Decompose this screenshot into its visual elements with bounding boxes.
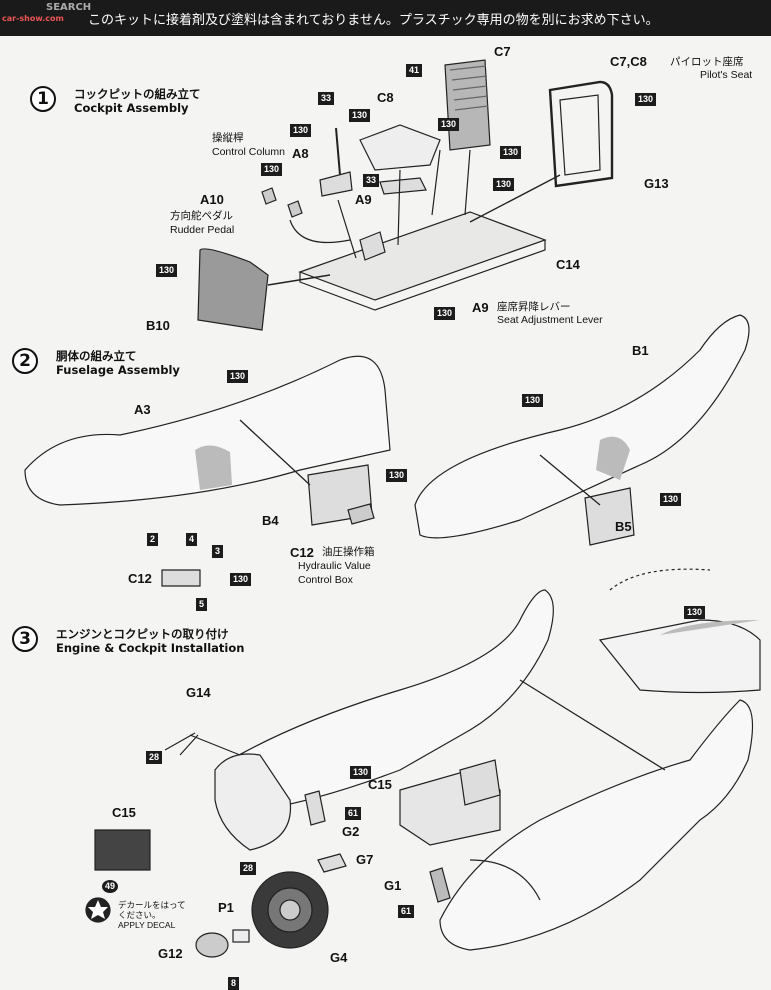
part-c14-label: C14 <box>556 257 580 272</box>
paint-code: 130 <box>290 124 312 137</box>
step-1-jp: コックピットの組み立て <box>74 87 201 101</box>
part-a9-lever-label: A9 <box>472 300 489 315</box>
part-b1-label: B1 <box>632 343 649 358</box>
part-g13-label: G13 <box>644 176 669 191</box>
pilot-seat-jp: パイロット座席 <box>670 56 744 68</box>
watermark-brand: SEARCH <box>46 2 92 13</box>
pilot-seat-parts: C7,C8 <box>610 54 647 69</box>
seat-lever-jp: 座席昇降レバー <box>497 301 571 313</box>
step-3-title: エンジンとコクピットの取り付け Engine & Cockpit Install… <box>56 627 244 655</box>
paint-code: 130 <box>261 163 283 176</box>
hydraulic-box-en1: Hydraulic Value <box>298 560 371 572</box>
part-p1-label: P1 <box>218 900 234 915</box>
paint-code: 130 <box>230 573 252 586</box>
paint-code: 130 <box>660 493 682 506</box>
part-a3-label: A3 <box>134 402 151 417</box>
hydraulic-box-jp: 油圧操作箱 <box>322 546 375 558</box>
paint-code: 41 <box>406 64 423 77</box>
decal-note-jp1: デカールをはって <box>118 900 186 910</box>
seat-lever-en: Seat Adjustment Lever <box>497 314 603 326</box>
part-g14-label: G14 <box>186 685 211 700</box>
paint-code: 130 <box>434 307 456 320</box>
step-1-title: コックピットの組み立て Cockpit Assembly <box>74 87 201 115</box>
part-number: 49 <box>102 880 119 893</box>
part-b5-label: B5 <box>615 519 632 534</box>
step-3-number: 3 <box>12 626 38 652</box>
part-c15-detail-label: C15 <box>112 805 136 820</box>
part-b10-label: B10 <box>146 318 170 333</box>
header-banner: このキットに接着剤及び塗料は含まれておりません。プラスチック専用の物を別にお求め… <box>0 0 771 36</box>
paint-code: 130 <box>684 606 706 619</box>
step-2-en: Fuselage Assembly <box>56 363 180 377</box>
part-g1-label: G1 <box>384 878 402 893</box>
control-column-en: Control Column <box>212 146 285 158</box>
paint-code: 28 <box>240 862 257 875</box>
step-2-title: 胴体の組み立て Fuselage Assembly <box>56 349 180 377</box>
part-c7-label: C7 <box>494 44 511 59</box>
watermark: SEARCH car-show.com <box>2 2 91 24</box>
paint-code: 130 <box>227 370 249 383</box>
paint-code: 130 <box>349 109 371 122</box>
paint-code: 8 <box>228 977 240 990</box>
decal-note-en: APPLY DECAL <box>118 920 176 930</box>
rudder-pedal-en: Rudder Pedal <box>170 224 235 236</box>
watermark-url: car-show.com <box>2 14 64 23</box>
part-number: 3 <box>212 545 224 558</box>
paint-code: 130 <box>635 93 657 106</box>
paint-code: 130 <box>350 766 372 779</box>
paint-code: 61 <box>345 807 362 820</box>
part-a9-label: A9 <box>355 192 372 207</box>
paint-code: 130 <box>438 118 460 131</box>
step-2-jp: 胴体の組み立て <box>56 349 137 363</box>
paint-code: 130 <box>156 264 178 277</box>
control-column-jp: 操縦桿 <box>212 132 244 144</box>
part-g4-label: G4 <box>330 950 348 965</box>
part-number: 5 <box>196 598 208 611</box>
part-a8-label: A8 <box>292 146 309 161</box>
step-1-number: 1 <box>30 86 56 112</box>
part-number: 2 <box>147 533 159 546</box>
pilot-seat-en: Pilot's Seat <box>700 69 753 81</box>
step-1-en: Cockpit Assembly <box>74 101 189 115</box>
paint-code: 33 <box>318 92 335 105</box>
part-c12-label: C12 <box>290 545 314 560</box>
part-c15-label: C15 <box>368 777 392 792</box>
paint-code: 130 <box>386 469 408 482</box>
paint-code: 61 <box>398 905 415 918</box>
paint-code: 130 <box>493 178 515 191</box>
paint-code: 33 <box>363 174 380 187</box>
step-3-en: Engine & Cockpit Installation <box>56 641 245 655</box>
rudder-pedal-jp: 方向舵ペダル <box>170 210 233 222</box>
paint-code: 130 <box>500 146 522 159</box>
part-g12-label: G12 <box>158 946 183 961</box>
part-c12-detail-label: C12 <box>128 571 152 586</box>
banner-text: このキットに接着剤及び塗料は含まれておりません。プラスチック専用の物を別にお求め… <box>88 12 659 28</box>
part-c8-label: C8 <box>377 90 394 105</box>
decal-note-jp2: ください。 <box>118 910 161 920</box>
part-b4-label: B4 <box>262 513 279 528</box>
part-number: 4 <box>186 533 198 546</box>
part-g2-label: G2 <box>342 824 360 839</box>
step-2-number: 2 <box>12 348 38 374</box>
paint-code: 28 <box>146 751 163 764</box>
part-g7-label: G7 <box>356 852 374 867</box>
paint-code: 130 <box>522 394 544 407</box>
part-a10-label: A10 <box>200 192 224 207</box>
hydraulic-box-en2: Control Box <box>298 574 353 586</box>
step-3-jp: エンジンとコクピットの取り付け <box>56 627 229 641</box>
